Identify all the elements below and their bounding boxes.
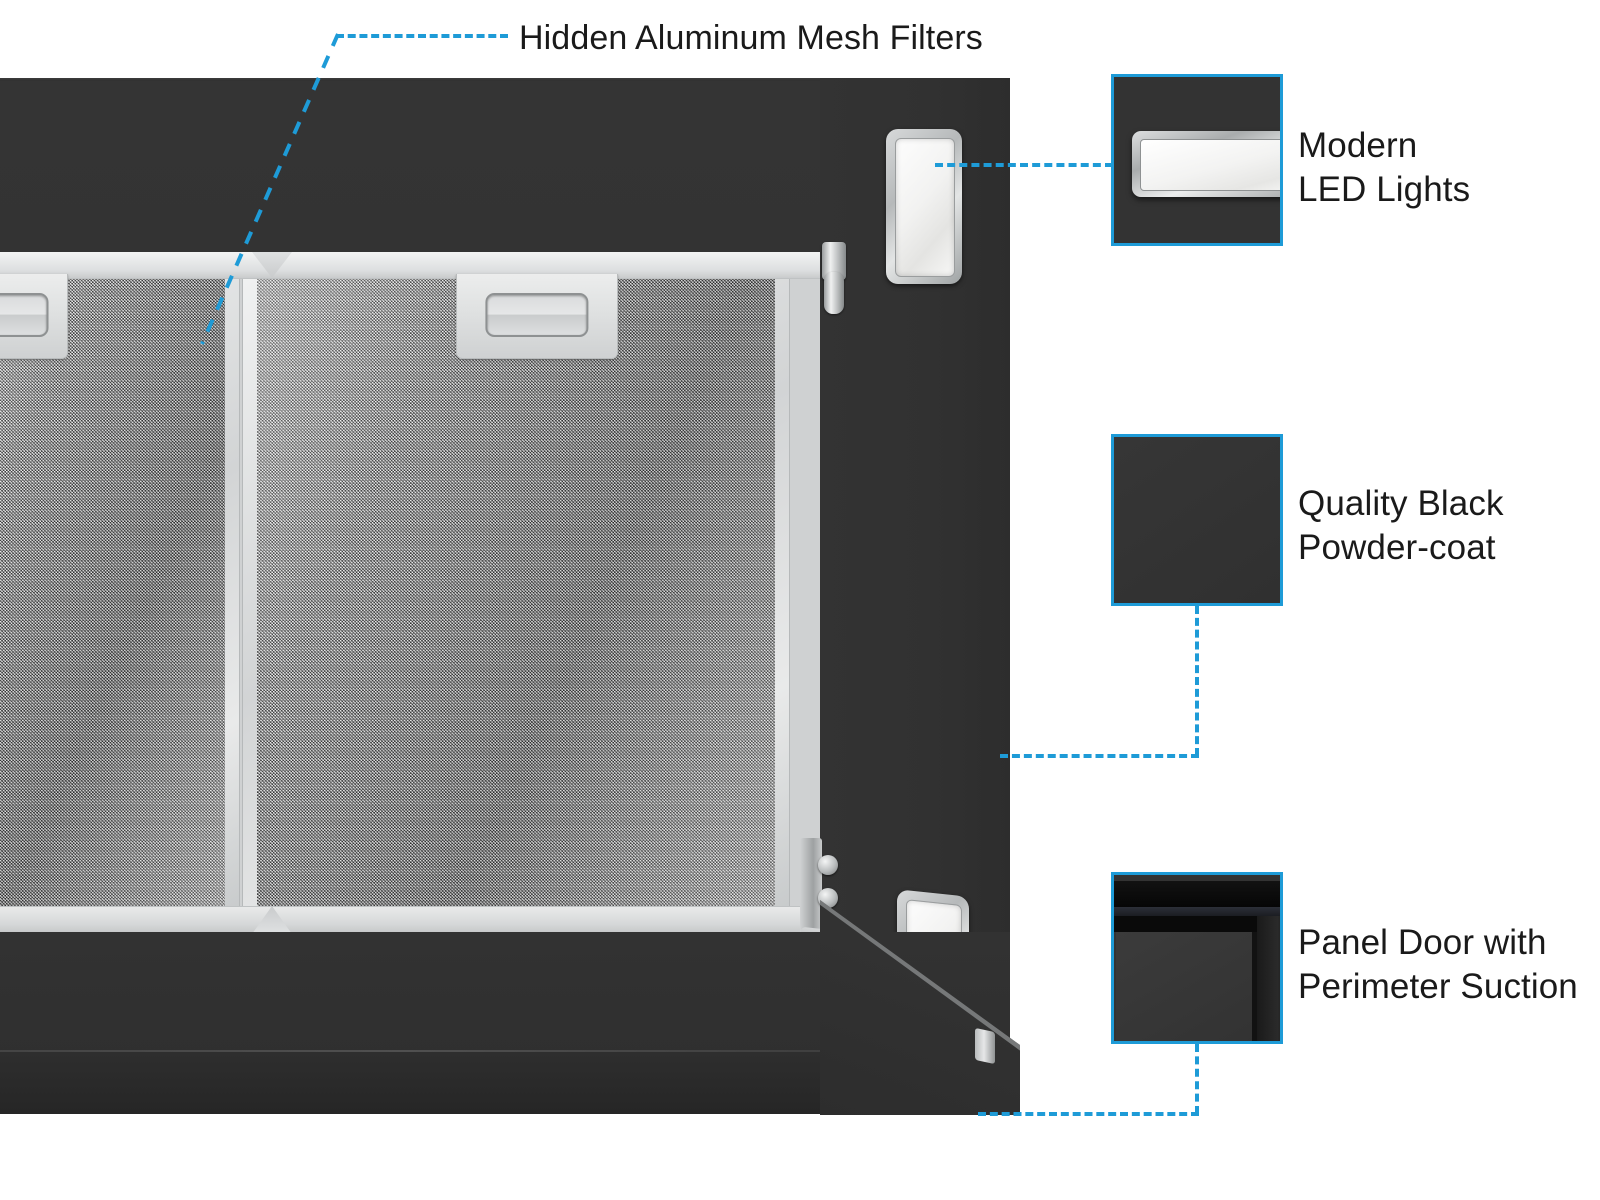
thumbnail-led-lights[interactable] <box>1111 74 1283 246</box>
handle-slot-left <box>0 292 49 338</box>
leader-line-filters-horizontal <box>336 34 508 38</box>
callout-label-hidden-filters: Hidden Aluminum Mesh Filters <box>519 19 983 57</box>
filter-top-rail <box>0 252 820 279</box>
filter-frame-right <box>243 253 789 933</box>
hinge-tab-bottom <box>975 1027 995 1065</box>
leader-line-panel-horizontal <box>978 1112 1199 1116</box>
thumbnail-panel-door[interactable] <box>1111 872 1283 1044</box>
hood-top-edge <box>0 78 1010 81</box>
filter-handle-right[interactable] <box>456 274 618 359</box>
panel-corner-top-edge <box>1114 881 1280 907</box>
led-light-upper <box>886 129 962 284</box>
thumbnail-led-lens <box>1140 139 1280 191</box>
led-lens-upper <box>895 138 955 277</box>
callout-label-panel-door: Panel Door with Perimeter Suction <box>1298 923 1578 1006</box>
screw-upper <box>818 855 838 875</box>
filter-bottom-rail <box>0 906 820 935</box>
hinge-bracket <box>800 838 822 946</box>
thumbnail-powder-coat-swatch <box>1114 437 1280 603</box>
leader-line-filters-diagonal <box>200 33 340 345</box>
hinge-pin-upper-lower <box>824 272 844 314</box>
leader-line-coat-horizontal <box>1000 754 1199 758</box>
leader-line-led-horizontal <box>935 163 1113 167</box>
leader-line-panel-vertical <box>1195 1044 1199 1114</box>
panel-corner-side <box>1257 916 1280 1041</box>
callout-label-led-lights: Modern LED Lights <box>1298 126 1471 209</box>
filter-bay <box>0 252 820 934</box>
filter-frame-left <box>0 253 239 933</box>
panel-corner-suction-gap <box>1114 916 1280 932</box>
panel-corner-seam <box>1114 907 1280 916</box>
apron-highlight-line <box>0 1050 1010 1052</box>
product-image <box>0 78 1020 1115</box>
thumbnail-powder-coat[interactable] <box>1111 434 1283 606</box>
handle-slot-right <box>485 292 589 338</box>
thumbnail-led-lamp <box>1132 131 1280 197</box>
panel-corner-face <box>1116 932 1257 1041</box>
filter-handle-left[interactable] <box>0 274 68 359</box>
leader-line-coat-vertical <box>1195 606 1199 756</box>
callout-label-powder-coat: Quality Black Powder-coat <box>1298 484 1504 567</box>
